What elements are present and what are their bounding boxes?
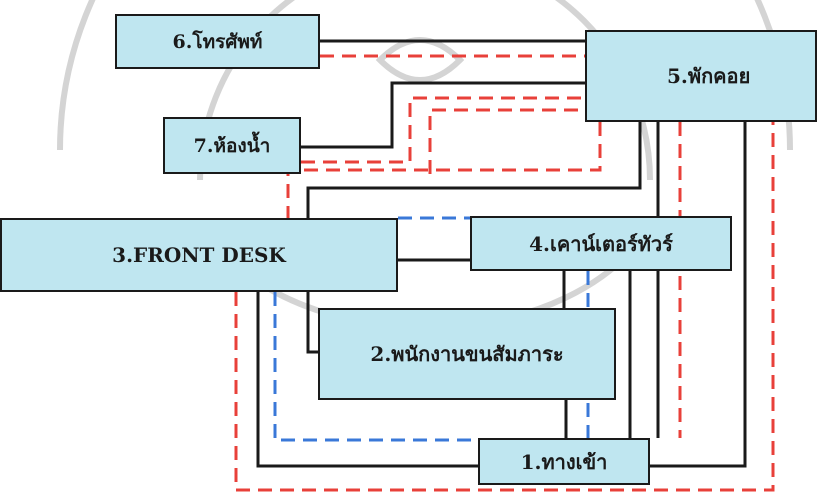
node-lounge: 5.พักคอย [585,30,817,122]
dash-lounge-front [286,122,602,218]
node-front-desk: 3.FRONT DESK [0,218,398,292]
node-lounge-label: 5.พักคอย [667,64,751,88]
dash-blue-front-tour [273,292,478,442]
line-toilet-lounge [301,81,585,149]
node-porter: 2.พนักงานขนสัมภาระ [318,308,616,400]
node-tour-counter-label: 4.เคาน์เตอร์ทัวร์ [529,231,673,256]
node-entrance-label: 1.ทางเข้า [520,449,608,474]
watermark-emblem [375,37,465,83]
node-tour-counter: 4.เคาน์เตอร์ทัวร์ [470,216,732,271]
node-toilet: 7.ห้องน้ำ [163,117,301,174]
line-lounge-entrance-b [650,122,747,468]
dash-toilet-lounge-b [428,108,585,174]
line-front-entrance [256,292,478,468]
node-entrance: 1.ทางเข้า [478,438,650,485]
dash-toilet-lounge-a [301,96,585,164]
line-front-porter [306,292,318,354]
node-front-desk-label: 3.FRONT DESK [112,243,286,267]
node-phone: 6.โทรศัพท์ [115,14,320,69]
node-porter-label: 2.พนักงานขนสัมภาระ [370,342,564,366]
node-phone-label: 6.โทรศัพท์ [172,30,263,53]
line-lounge-front [306,122,642,218]
dash-front-entrance [234,122,775,492]
node-toilet-label: 7.ห้องน้ำ [193,134,271,157]
